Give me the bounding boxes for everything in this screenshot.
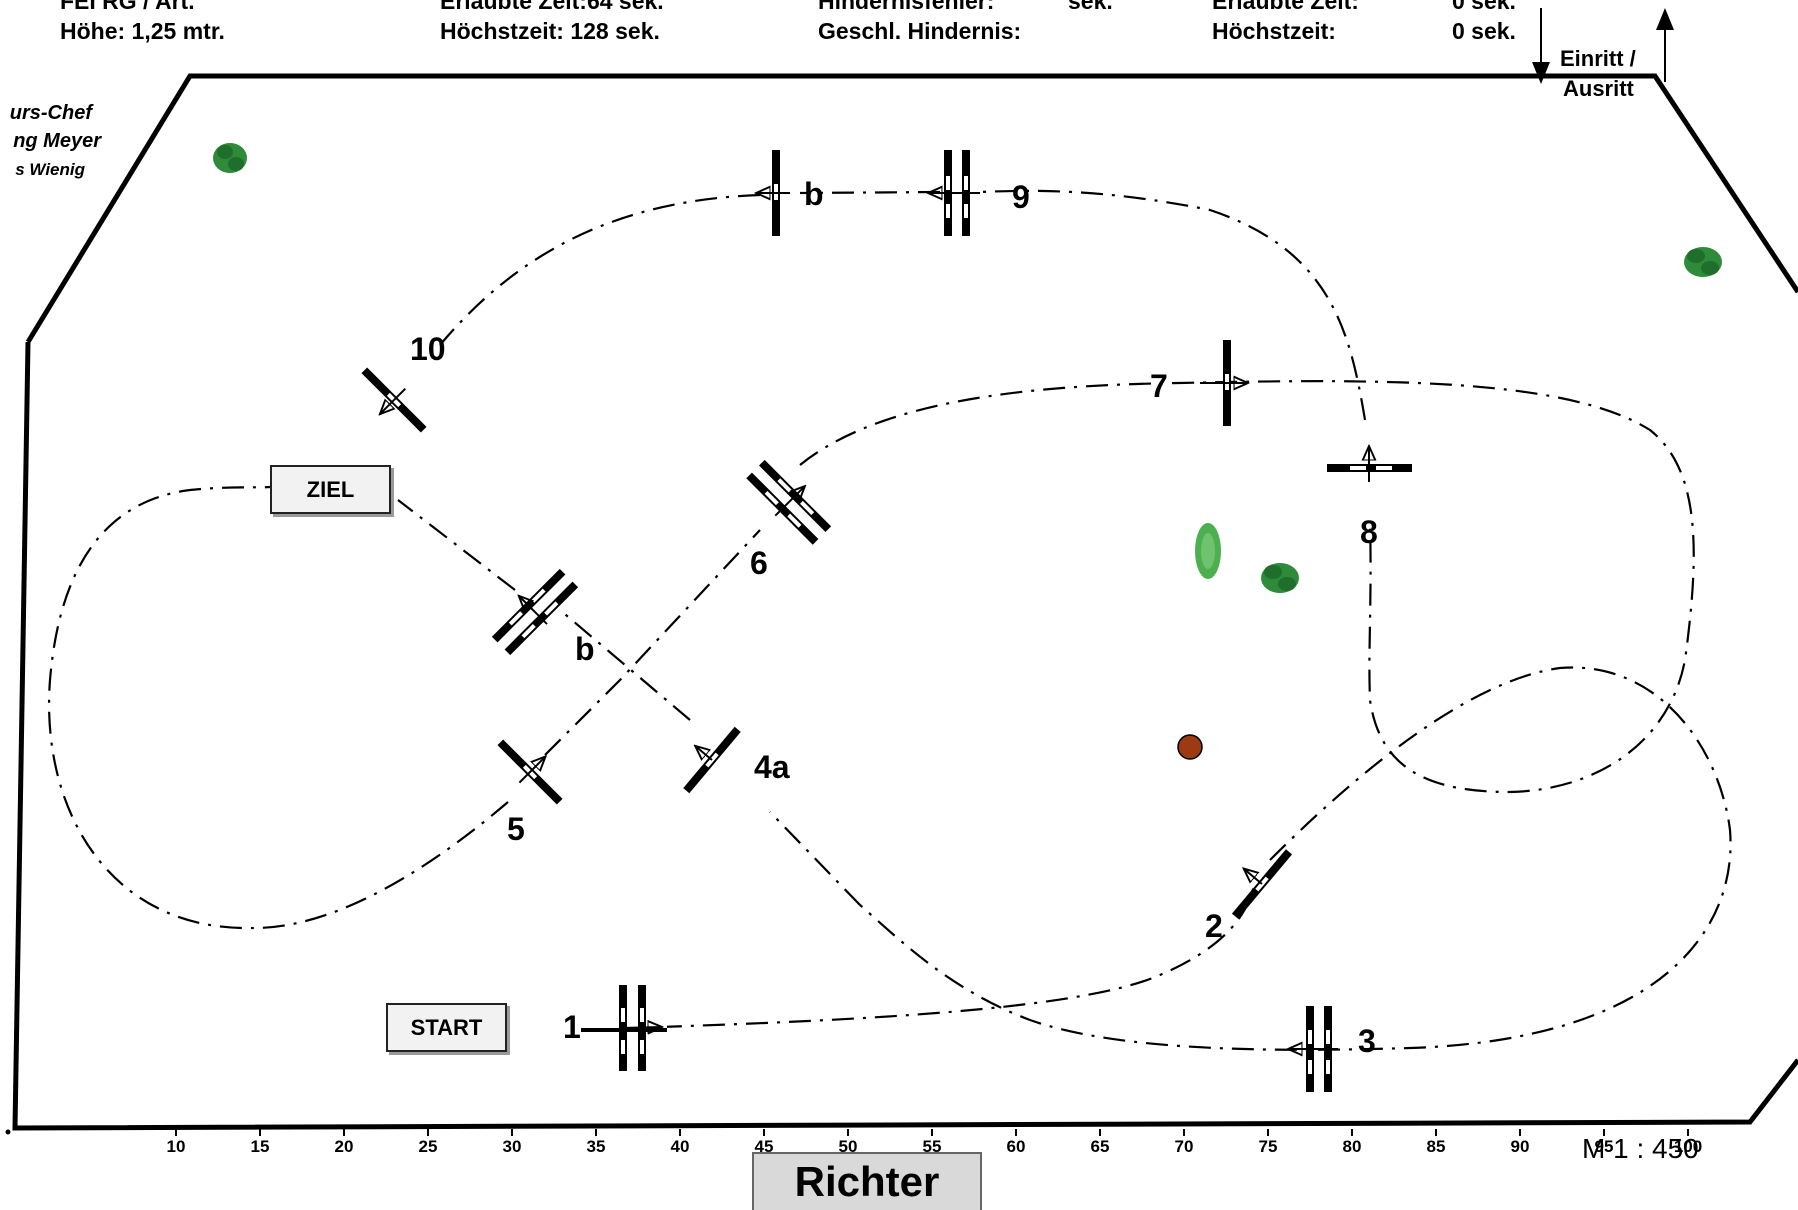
- header-max-time-2-value: 0 sek.: [1452, 18, 1516, 44]
- header-obstacle-faults-unit: sek.: [1068, 0, 1113, 14]
- obstacle-2: [1231, 849, 1293, 919]
- tree-icon: [1195, 523, 1221, 579]
- finish-box: ZIEL: [270, 465, 391, 514]
- ruler-tick-label: 20: [335, 1137, 354, 1156]
- obstacle-label-9: 9: [1012, 179, 1030, 215]
- credit-designer-name: ng Meyer: [13, 130, 101, 152]
- ruler-tick-label: 60: [1007, 1137, 1026, 1156]
- obstacle-label-3: 3: [1358, 1023, 1376, 1059]
- shrub-icon: [1684, 247, 1722, 277]
- obstacle-9: [928, 150, 980, 236]
- ruler-tick-label: 95: [1595, 1137, 1614, 1156]
- ruler-tick-label: 75: [1259, 1137, 1278, 1156]
- obstacle-label-7: 7: [1150, 368, 1168, 404]
- credit-course-designer: urs-Chef: [9, 102, 92, 124]
- header-max-time-2: Höchstzeit:: [1212, 18, 1336, 44]
- obstacle-label-4a: 4a: [754, 749, 790, 785]
- ruler-tick-label: 90: [1511, 1137, 1530, 1156]
- ruler-tick-label: 25: [419, 1137, 438, 1156]
- ruler-tick-label: 55: [923, 1137, 942, 1156]
- arrow-up-icon: [1656, 8, 1674, 82]
- obstacle-8: [1327, 446, 1412, 482]
- header-closed-obstacle: Geschl. Hindernis:: [818, 18, 1022, 44]
- obstacle-5: [497, 739, 563, 805]
- judge-box: Richter: [752, 1152, 982, 1210]
- header-allowed-time-2: Erlaubte Zeit:: [1212, 0, 1359, 14]
- header-rg-art: FEI RG / Art.: [60, 0, 195, 14]
- obstacle-label-8: 8: [1360, 514, 1378, 550]
- obstacle-label-5: 5: [507, 811, 525, 847]
- ruler: 10 15 20 25 30 35 40 45 50 55 60 65 70 75 80 85 90 95 100: [167, 1129, 1702, 1156]
- obstacle-6: [746, 459, 832, 545]
- obstacle-3: [1288, 1006, 1338, 1092]
- ruler-tick-label: 70: [1175, 1137, 1194, 1156]
- shrub-icon: [213, 143, 247, 173]
- riding-path: [48, 189, 1732, 1051]
- obstacle-label-4b: b: [575, 631, 595, 667]
- ruler-tick-label: 80: [1343, 1137, 1362, 1156]
- credit-assistant: s Wienig: [15, 160, 85, 179]
- obstacle-4a: [683, 726, 741, 794]
- obstacle-1: [581, 985, 667, 1071]
- ruler-tick-label: 100: [1674, 1137, 1702, 1156]
- ruler-tick-label: 30: [503, 1137, 522, 1156]
- obstacle-label-1: 1: [563, 1009, 581, 1045]
- arena-corner-dot: [5, 1129, 11, 1135]
- arena-boundary: [12, 73, 1798, 1131]
- obstacle-label-10: 10: [410, 331, 446, 367]
- arrow-down-icon: [1532, 8, 1550, 84]
- scale-label: M 1 : 450: [1582, 1133, 1699, 1164]
- header-allowed-time: Erlaubte Zeit:64 sek.: [440, 0, 664, 14]
- header-height: Höhe: 1,25 mtr.: [60, 18, 225, 44]
- exit-label: Ausritt: [1563, 76, 1634, 101]
- ruler-tick-label: 85: [1427, 1137, 1446, 1156]
- header-max-time: Höchstzeit: 128 sek.: [440, 18, 660, 44]
- entrance-label: Einritt /: [1560, 46, 1636, 71]
- ruler-tick-label: 50: [839, 1137, 858, 1156]
- ruler-tick-label: 65: [1091, 1137, 1110, 1156]
- obstacle-4b: [491, 568, 579, 656]
- obstacle-7: [1200, 340, 1248, 426]
- ruler-tick-label: 45: [755, 1137, 774, 1156]
- header-allowed-time-2-value: 0 sek.: [1452, 0, 1516, 14]
- obstacle-label-2: 2: [1205, 908, 1223, 944]
- obstacle-10: [361, 367, 427, 433]
- obstacle-9b: [756, 150, 790, 236]
- obstacle-label-9b: b: [804, 176, 824, 212]
- obstacle-label-6: 6: [750, 545, 768, 581]
- marker-dot-icon: [1177, 734, 1203, 760]
- ruler-tick-label: 40: [671, 1137, 690, 1156]
- ruler-tick-label: 35: [587, 1137, 606, 1156]
- ruler-tick-label: 15: [251, 1137, 270, 1156]
- header-obstacle-faults: Hindernisfehler:: [818, 0, 995, 14]
- ruler-tick-label: 10: [167, 1137, 186, 1156]
- start-box: START: [386, 1003, 507, 1052]
- shrub-icon: [1261, 563, 1299, 593]
